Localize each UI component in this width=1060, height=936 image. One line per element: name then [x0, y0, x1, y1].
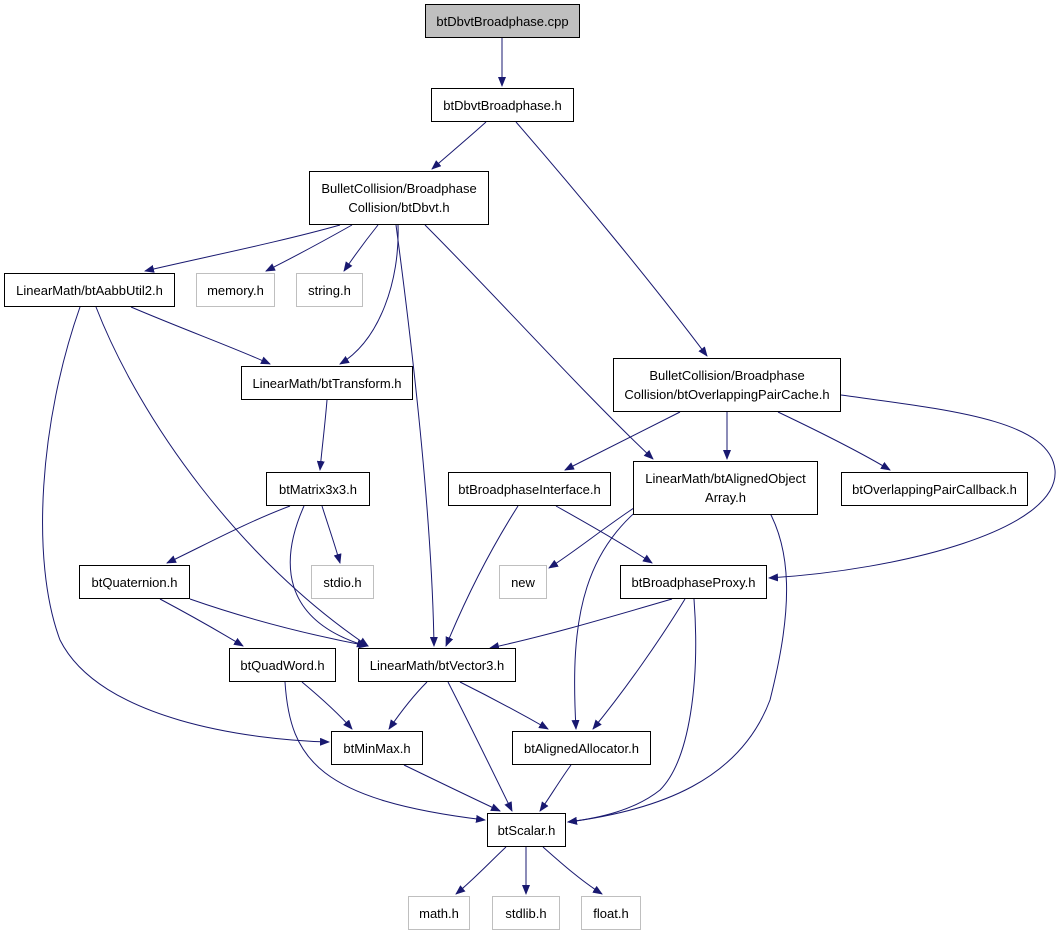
edge-btoverlappingpaircache-h-to-btoverlappingpaircallback-h: [777, 411, 891, 471]
node-label: btBroadphaseProxy.h: [631, 574, 756, 590]
node-label: btDbvtBroadphase.h: [443, 97, 562, 113]
node-bttransform-h[interactable]: LinearMath/btTransform.h: [241, 366, 413, 400]
node-label: LinearMath/btAabbUtil2.h: [16, 282, 163, 298]
edge-btbroadphaseinterface-h-to-btvector3-h: [445, 505, 519, 647]
edge-btalignedobjectarray-h-to-btscalar-h: [567, 486, 787, 825]
edge-btbroadphaseinterface-h-to-btbroadphaseproxy-h: [555, 505, 653, 564]
node-btaabbutil2-h[interactable]: LinearMath/btAabbUtil2.h: [4, 273, 175, 307]
node-label: btQuaternion.h: [91, 574, 178, 590]
node-label: LinearMath/btVector3.h: [369, 657, 505, 673]
edge-btaabbutil2-h-to-btminmax-h: [42, 306, 330, 746]
edge-btdbvt-h-to-btalignedobjectarray-h: [424, 224, 654, 460]
edge-btoverlappingpaircache-h-to-btbroadphaseinterface-h: [564, 411, 681, 471]
node-label-line-2: Array.h: [705, 490, 746, 505]
node-btscalar-h[interactable]: btScalar.h: [487, 813, 566, 847]
node-btoverlappingpaircallback-h[interactable]: btOverlappingPairCallback.h: [841, 472, 1028, 506]
edge-btvector3-h-to-btminmax-h: [388, 681, 428, 730]
node-label: new: [511, 574, 535, 590]
edge-btdbvt-h-to-btvector3-h: [395, 224, 438, 647]
edge-btbroadphaseproxy-h-to-btscalar-h: [567, 598, 697, 825]
node-label: stdlib.h: [505, 905, 547, 921]
node-label-line-1: LinearMath/btAlignedObject: [645, 471, 806, 486]
node-btquaternion-h[interactable]: btQuaternion.h: [79, 565, 190, 599]
node-label: float.h: [593, 905, 629, 921]
node-label: LinearMath/btTransform.h: [252, 375, 402, 391]
edge-btdbvt-h-to-memory-h: [265, 224, 353, 272]
edge-btoverlappingpaircache-h-to-btbroadphaseproxy-h: [768, 394, 1056, 582]
edge-btvector3-h-to-btalignedallocator-h: [459, 681, 549, 730]
node-label: math.h: [419, 905, 459, 921]
edge-btmatrix3x3-h-to-btquaternion-h: [166, 505, 291, 564]
node-stdlib-h: stdlib.h: [492, 896, 560, 930]
edge-btbroadphaseproxy-h-to-btvector3-h: [489, 598, 673, 651]
node-label: btMatrix3x3.h: [278, 481, 358, 497]
node-stdio-h: stdio.h: [311, 565, 374, 599]
edge-btminmax-h-to-btscalar-h: [403, 764, 501, 812]
node-new: new: [499, 565, 547, 599]
edge-btmatrix3x3-h-to-stdio-h: [321, 505, 342, 564]
edge-btalignedobjectarray-h-to-btalignedallocator-h: [571, 486, 671, 730]
edge-btscalar-h-to-float-h: [542, 846, 603, 895]
node-label: btDbvtBroadphase.cpp: [436, 13, 569, 29]
node-label-line-2: Collision/btDbvt.h: [348, 200, 450, 215]
node-btmatrix3x3-h[interactable]: btMatrix3x3.h: [266, 472, 370, 506]
edge-btaabbutil2-h-to-btvector3-h: [95, 306, 369, 647]
node-label: btBroadphaseInterface.h: [458, 481, 601, 497]
node-label: btScalar.h: [497, 822, 556, 838]
edge-btdbvtbroadphase-h-to-btdbvt-h: [431, 121, 487, 170]
node-label: btMinMax.h: [343, 740, 411, 756]
node-label-line-1: BulletCollision/Broadphase: [321, 181, 477, 196]
edge-btscalar-h-to-math-h: [455, 846, 507, 895]
node-label: memory.h: [207, 282, 264, 298]
edge-btbroadphaseproxy-h-to-btalignedallocator-h: [592, 598, 686, 730]
edge-btquaternion-h-to-btquadword-h: [159, 598, 244, 647]
edge-btalignedallocator-h-to-btscalar-h: [539, 764, 572, 812]
node-label: btAlignedAllocator.h: [524, 740, 639, 756]
edge-btaabbutil2-h-to-bttransform-h: [130, 306, 271, 365]
node-math-h: math.h: [408, 896, 470, 930]
node-btquadword-h[interactable]: btQuadWord.h: [229, 648, 336, 682]
edge-btvector3-h-to-btscalar-h: [447, 681, 513, 812]
node-label: btOverlappingPairCallback.h: [852, 481, 1017, 497]
node-btdbvt-h[interactable]: BulletCollision/Broadphase Collision/btD…: [309, 171, 489, 225]
node-memory-h: memory.h: [196, 273, 275, 307]
node-label-line-1: BulletCollision/Broadphase: [649, 368, 805, 383]
node-btdbvtbroadphase-h[interactable]: btDbvtBroadphase.h: [431, 88, 574, 122]
edge-btquadword-h-to-btscalar-h: [284, 681, 486, 823]
edge-btquaternion-h-to-btvector3-h: [189, 598, 369, 649]
edge-btdbvtbroadphase-h-to-btoverlappingpaircache-h: [515, 121, 708, 357]
node-btalignedallocator-h[interactable]: btAlignedAllocator.h: [512, 731, 651, 765]
node-label-line-2: Collision/btOverlappingPairCache.h: [624, 387, 830, 402]
edge-btdbvt-h-to-bttransform-h: [339, 224, 399, 365]
edge-btquadword-h-to-btminmax-h: [301, 681, 353, 730]
node-float-h: float.h: [581, 896, 641, 930]
edge-btdbvt-h-to-string-h: [343, 224, 379, 272]
node-btvector3-h[interactable]: LinearMath/btVector3.h: [358, 648, 516, 682]
node-string-h: string.h: [296, 273, 363, 307]
node-btminmax-h[interactable]: btMinMax.h: [331, 731, 423, 765]
node-label: btQuadWord.h: [240, 657, 325, 673]
edge-btmatrix3x3-h-to-btvector3-h: [289, 505, 367, 648]
edge-btdbvt-h-to-btaabbutil2-h: [144, 224, 341, 273]
edge-bttransform-h-to-btmatrix3x3-h: [316, 399, 328, 471]
node-btbroadphaseproxy-h[interactable]: btBroadphaseProxy.h: [620, 565, 767, 599]
node-btdbvtbroadphase-cpp: btDbvtBroadphase.cpp: [425, 4, 580, 38]
node-btoverlappingpaircache-h[interactable]: BulletCollision/Broadphase Collision/btO…: [613, 358, 841, 412]
node-label: stdio.h: [323, 574, 362, 590]
node-label: string.h: [308, 282, 351, 298]
node-btalignedobjectarray-h[interactable]: LinearMath/btAlignedObject Array.h: [633, 461, 818, 515]
node-btbroadphaseinterface-h[interactable]: btBroadphaseInterface.h: [448, 472, 611, 506]
